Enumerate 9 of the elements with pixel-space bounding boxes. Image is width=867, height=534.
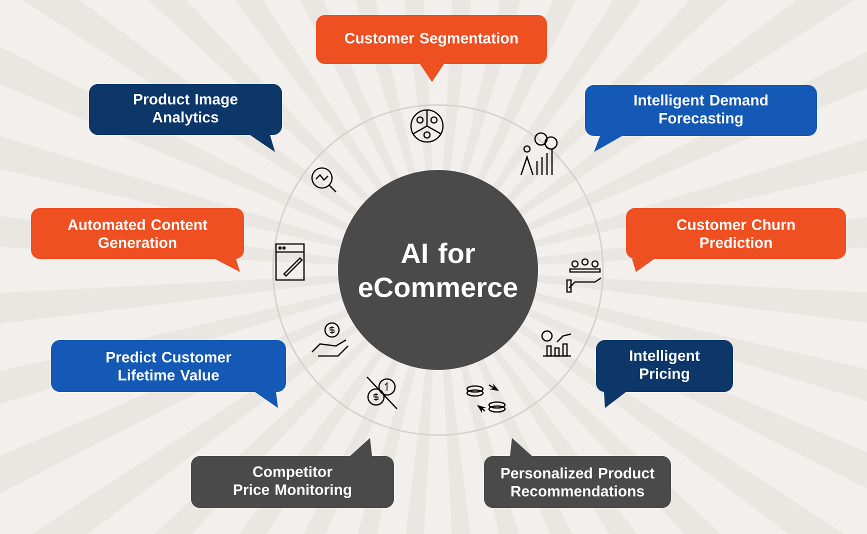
speech-bubble: Competitor Price Monitoring bbox=[191, 438, 394, 508]
speech-bubble: Customer Segmentation bbox=[316, 15, 547, 82]
speech-bubble: Intelligent Demand Forecasting bbox=[585, 85, 817, 152]
speech-bubble: Intelligent Pricing bbox=[596, 340, 733, 408]
speech-bubble: Predict Customer Lifetime Value bbox=[51, 340, 286, 408]
speech-bubble: Product Image Analytics bbox=[89, 84, 282, 152]
speech-bubble: Personalized Product Recommendations bbox=[484, 438, 671, 508]
speech-bubble: Automated Content Generation bbox=[31, 208, 244, 272]
speech-bubble: Customer Churn Prediction bbox=[626, 208, 846, 272]
